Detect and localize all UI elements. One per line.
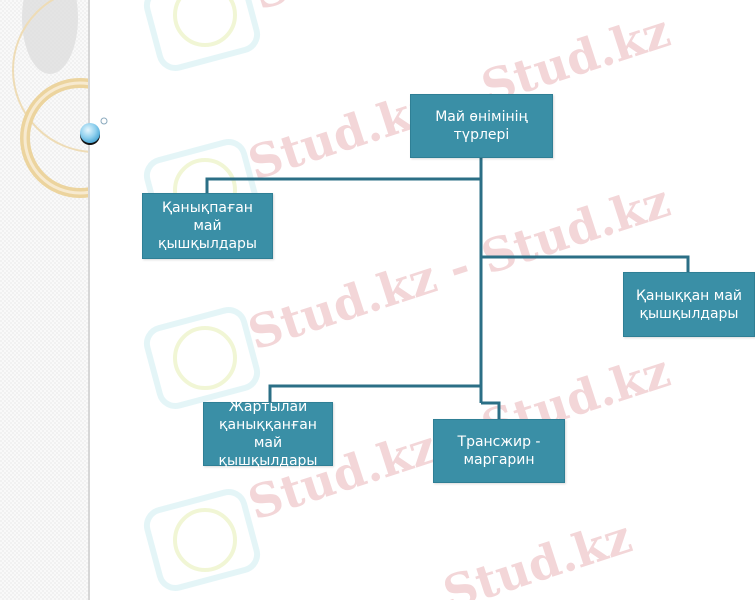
connector-root-to-trans-fat <box>481 401 501 419</box>
ring-highlight-shape <box>23 81 88 195</box>
decorative-rings <box>12 0 88 198</box>
node-trans-fat-margarine: Трансжир - маргарин <box>433 419 565 483</box>
thin-ring-shape <box>12 0 88 153</box>
connector-root-to-partially-saturated <box>268 384 481 402</box>
node-partially-saturated-fatty-acids: Жартылай қаныққанған май қышқылдары <box>203 399 333 469</box>
node-saturated-fatty-acids: Қаныққан май қышқылдары <box>623 272 755 337</box>
connector-root-to-unsaturated <box>205 177 481 193</box>
connector-root-to-saturated <box>481 255 690 272</box>
left-decorative-strip <box>0 0 90 600</box>
node-saturated-label: Қаныққан май қышқылдары <box>635 287 743 322</box>
node-unsaturated-label: Қанықпаған май қышқылдары <box>158 200 257 252</box>
small-bubble-shape <box>100 117 108 125</box>
bubble-icon <box>80 117 108 145</box>
bubble-shape <box>80 123 100 143</box>
node-root: Май өнімінің түрлері <box>410 94 553 158</box>
node-partially-saturated-label: Жартылай қаныққанған май қышқылдары <box>218 399 318 469</box>
node-root-label: Май өнімінің түрлері <box>435 109 528 143</box>
node-unsaturated-fatty-acids: Қанықпаған май қышқылдары <box>142 193 273 259</box>
gray-ellipse-shape <box>22 0 78 74</box>
node-trans-fat-label: Трансжир - маргарин <box>457 434 541 468</box>
